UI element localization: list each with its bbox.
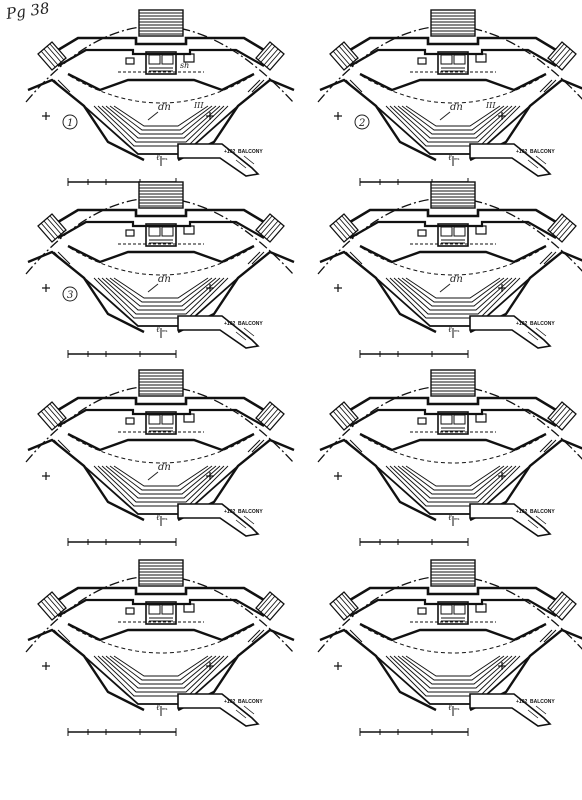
- centerline-sub: ms: [162, 516, 167, 521]
- centerline-label: ℓ: [156, 153, 160, 163]
- panel-number: 3: [67, 290, 73, 301]
- centerline-sub: ms: [454, 706, 459, 711]
- balcony-elevation: +102: [224, 509, 235, 515]
- down-annotation: dn: [450, 274, 463, 285]
- balcony-elevation: +102: [516, 699, 527, 705]
- down-annotation: dn: [158, 462, 171, 473]
- panel-number: 2: [358, 118, 365, 129]
- balcony-label: BALCONY: [530, 699, 555, 705]
- down-annotation: dn: [158, 102, 171, 113]
- balcony-label: BALCONY: [238, 699, 263, 705]
- panel-number-circle: [354, 114, 370, 130]
- centerline-label: ℓ: [156, 703, 160, 713]
- balcony-elevation: +102: [516, 321, 527, 327]
- roman-annotation: III: [193, 101, 204, 110]
- balcony-label: BALCONY: [238, 509, 263, 515]
- balcony-label: BALCONY: [238, 321, 263, 327]
- centerline-label: ℓ: [156, 325, 160, 335]
- centerline-label: ℓ: [448, 513, 452, 523]
- centerline-sub: ms: [162, 328, 167, 333]
- centerline-sub: ms: [454, 516, 459, 521]
- down-annotation: dn: [158, 274, 171, 285]
- panel-number-circle: [62, 114, 78, 130]
- balcony-label: BALCONY: [238, 149, 263, 155]
- centerline-sub: ms: [162, 156, 167, 161]
- centerline-sub: ms: [454, 156, 459, 161]
- note-annotation: sh: [180, 61, 189, 70]
- panel-number-circle: [62, 286, 78, 302]
- balcony-elevation: +102: [224, 149, 235, 155]
- centerline-label: ℓ: [448, 703, 452, 713]
- balcony-label: BALCONY: [530, 509, 555, 515]
- roman-annotation: III: [485, 101, 496, 110]
- balcony-elevation: +102: [516, 509, 527, 515]
- centerline-sub: ms: [454, 328, 459, 333]
- panel-number: 1: [67, 118, 73, 129]
- centerline-label: ℓ: [448, 153, 452, 163]
- balcony-elevation: +102: [516, 149, 527, 155]
- balcony-elevation: +102: [224, 699, 235, 705]
- balcony-elevation: +102: [224, 321, 235, 327]
- balcony-label: BALCONY: [530, 321, 555, 327]
- balcony-label: BALCONY: [530, 149, 555, 155]
- centerline-sub: ms: [162, 706, 167, 711]
- down-annotation: dn: [450, 102, 463, 113]
- centerline-label: ℓ: [448, 325, 452, 335]
- centerline-label: ℓ: [156, 513, 160, 523]
